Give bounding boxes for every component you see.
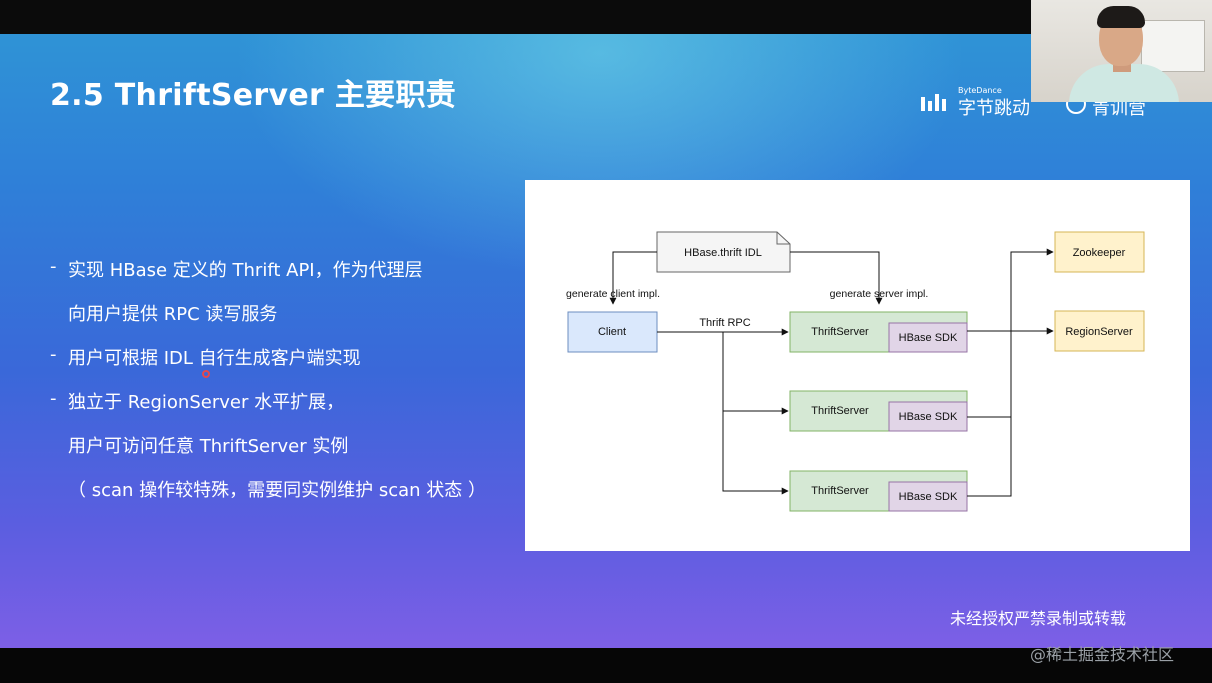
thrift-server-node: ThriftServer HBase SDK — [789, 470, 968, 512]
whiteboard-background — [1141, 20, 1205, 72]
zookeeper-label: Zookeeper — [1073, 247, 1126, 259]
thrift-rpc-label: Thrift RPC — [699, 317, 750, 329]
pointer-cursor-icon — [202, 370, 210, 378]
hbase-sdk-label: HBase SDK — [899, 332, 958, 344]
diagram-canvas: HBase.thrift IDL generate client impl. g… — [566, 231, 1145, 512]
juejin-watermark: @稀土掘金技术社区 — [1030, 645, 1175, 664]
architecture-diagram: HBase.thrift IDL generate client impl. g… — [525, 180, 1190, 551]
bullet-text: 实现 HBase 定义的 Thrift API，作为代理层 — [68, 260, 423, 281]
rpc-edge-2 — [722, 332, 789, 415]
hbase-sdk-label: HBase SDK — [899, 411, 958, 423]
bullet-text: 用户可访问任意 ThriftServer 实例 — [68, 436, 349, 457]
thrift-server-label: ThriftServer — [811, 405, 869, 417]
generate-server-label: generate server impl. — [830, 288, 929, 300]
hbase-sdk-box — [888, 481, 968, 512]
client-box — [567, 311, 658, 353]
hbase-sdk-box — [888, 322, 968, 353]
camp-name: 青训营 — [1092, 98, 1146, 119]
rpc-edge-3 — [722, 411, 789, 495]
bullet-dash: - — [50, 388, 57, 409]
presenter-webcam — [1031, 0, 1212, 102]
bullet-text: 用户可根据 IDL 自行生成客户端实现 — [68, 348, 361, 369]
sdk-bus-edge — [967, 248, 1054, 418]
bullet-text: 向用户提供 RPC 读写服务 — [68, 304, 278, 325]
bullet-text: 独立于 RegionServer 水平扩展， — [68, 392, 345, 413]
bullet-dash: - — [50, 256, 57, 277]
zookeeper-box — [1054, 231, 1145, 273]
client-node: Client — [567, 311, 658, 353]
thrift-server-node: ThriftServer HBase SDK — [789, 390, 968, 432]
thrift-server-node: ThriftServer HBase SDK — [789, 311, 968, 353]
thrift-server-label: ThriftServer — [811, 485, 869, 497]
hbase-sdk-box — [888, 401, 968, 432]
client-label: Client — [598, 326, 626, 338]
idl-document-shape — [656, 231, 791, 273]
slide-title: 2.5 ThriftServer 主要职责 — [50, 78, 457, 113]
bullet-text: （ scan 操作较特殊，需要同实例维护 scan 状态 ） — [68, 480, 487, 501]
bottom-black-bar — [0, 648, 1212, 683]
top-black-bar — [0, 0, 1212, 34]
generate-client-edge — [609, 251, 657, 305]
generate-server-edge — [790, 251, 883, 305]
bytedance-logo-icon — [921, 94, 946, 111]
thrift-server-label: ThriftServer — [811, 326, 869, 338]
idl-document-node: HBase.thrift IDL — [656, 231, 791, 273]
brand-name-en: ByteDance — [958, 86, 1002, 95]
sdk3-bus-edge — [967, 417, 1012, 497]
copyright-notice: 未经授权严禁录制或转载 — [950, 609, 1127, 628]
brand-name-cn: 字节跳动 — [958, 98, 1030, 119]
hbase-sdk-label: HBase SDK — [899, 491, 958, 503]
regionserver-box — [1054, 310, 1145, 352]
generate-client-label: generate client impl. — [566, 288, 660, 300]
presentation-slide: 2.5 ThriftServer 主要职责 ByteDance 字节跳动 青训营… — [0, 34, 1212, 648]
regionserver-node: RegionServer — [1054, 310, 1145, 352]
idl-document-label: HBase.thrift IDL — [684, 247, 762, 259]
idl-document-fold — [776, 232, 790, 245]
presenter-hair — [1097, 6, 1145, 28]
zookeeper-node: Zookeeper — [1054, 231, 1145, 273]
bullet-dash: - — [50, 344, 57, 365]
regionserver-label: RegionServer — [1065, 326, 1133, 338]
